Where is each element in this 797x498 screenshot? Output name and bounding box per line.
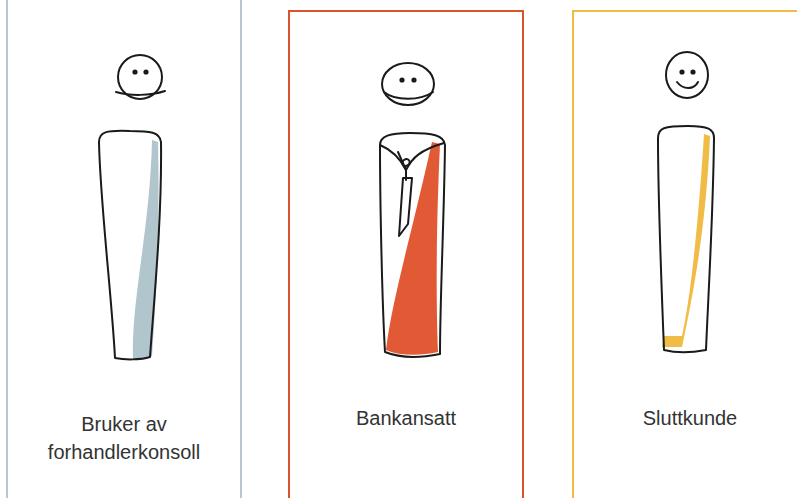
persona-label: Sluttkunde	[574, 404, 797, 432]
persona-panel: Bruker av forhandlerkonsoll	[6, 0, 242, 498]
stick-figure	[99, 55, 165, 360]
stick-figure	[658, 52, 714, 352]
persona-label: Bankansatt	[290, 404, 522, 432]
persona-label: Bruker av forhandlerkonsoll	[8, 410, 240, 466]
persona-panel: Bankansatt	[288, 10, 524, 498]
stick-figure	[380, 63, 445, 357]
persona-panel: Sluttkunde	[572, 10, 797, 498]
